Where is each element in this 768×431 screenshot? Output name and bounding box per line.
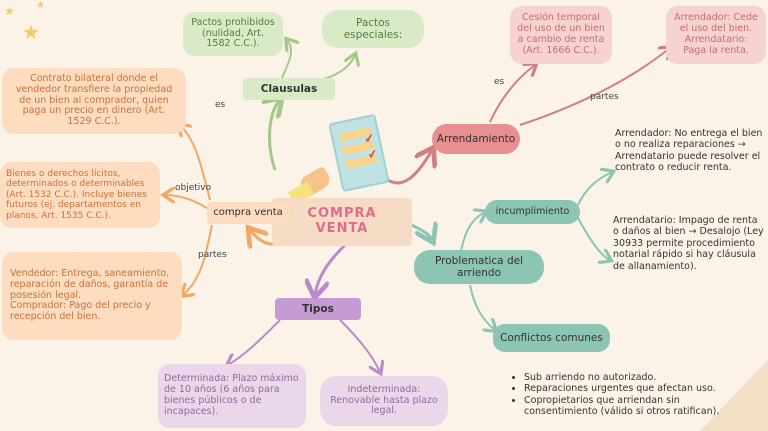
clausulas-node[interactable]: Clausulas <box>243 78 335 100</box>
incumplimiento-node[interactable]: incumplimiento <box>485 200 580 224</box>
list-item: Copropietarios que arriendan sin consent… <box>524 395 754 418</box>
partes-arrendamiento-text: Arrendador: Cede el uso del bien. Arrend… <box>674 12 758 56</box>
es-label: es <box>215 100 226 110</box>
conflictos-label: Conflictos comunes <box>500 331 603 344</box>
center-title-text: COMPRA VENTA <box>307 206 377 236</box>
corner-decoration <box>700 360 768 431</box>
partes-label: partes <box>198 250 227 260</box>
pactos-prohibidos-text: Pactos prohibidos (nulidad, Art. 1582 C.… <box>191 16 275 50</box>
partes-arrendamiento: Arrendador: Cede el uso del bien. Arrend… <box>666 6 766 64</box>
pactos-prohibidos: Pactos prohibidos (nulidad, Art. 1582 C.… <box>183 12 283 56</box>
arrendamiento-node-label: Arrendamiento <box>436 132 516 145</box>
problematica-node[interactable]: Problematica del arriendo <box>414 250 544 284</box>
tipo-determinada: Determinada: Plazo máximo de 10 años (6 … <box>158 364 306 428</box>
conflictos-node[interactable]: Conflictos comunes <box>493 324 610 352</box>
arrendamiento-node[interactable]: Arrendamiento <box>432 124 520 154</box>
compra-venta-node-label: compra venta <box>213 207 283 219</box>
tipo-indeterminada-text: Indeterminada: Renovable hasta plazo leg… <box>330 383 438 417</box>
definicion-arrendamiento: Cesión temporal del uso de un bien a cam… <box>510 6 612 64</box>
list-item: Reparaciones urgentes que afectan uso. <box>524 383 754 394</box>
arrendador-incumplimiento: Arrendador: No entrega el bien o no real… <box>615 128 763 174</box>
compra-venta-node[interactable]: compra venta <box>207 202 289 224</box>
pactos-especiales-text: Pactos especiales: <box>343 16 403 41</box>
objetivo-label: objetivo <box>175 183 212 193</box>
tipo-determinada-text: Determinada: Plazo máximo de 10 años (6 … <box>164 373 299 417</box>
arrendatario-incumplimiento: Arrendatario: Impago de renta o daños al… <box>613 215 764 272</box>
conflictos-list: Sub arriendo no autorizado. Reparaciones… <box>512 372 754 418</box>
partes-compraventa-text: Vendedor: Entrega, saneamiento, reparaci… <box>10 267 170 323</box>
tipos-node-label: Tipos <box>302 302 334 315</box>
center-title: COMPRA VENTA <box>272 198 412 246</box>
arrendamiento-es-label: es <box>494 77 505 87</box>
clausulas-node-label: Clausulas <box>260 82 318 95</box>
objeto-compraventa-text: Bienes o derechos lícitos, determinados … <box>6 169 147 221</box>
star-icon: ★ <box>4 4 15 18</box>
definicion-arrendamiento-text: Cesión temporal del uso de un bien a cam… <box>517 12 605 56</box>
partes-compraventa: Vendedor: Entrega, saneamiento, reparaci… <box>2 252 182 340</box>
star-icon: ★ <box>36 0 45 11</box>
problematica-node-label: Problematica del arriendo <box>435 254 523 279</box>
tipo-indeterminada: Indeterminada: Renovable hasta plazo leg… <box>320 376 448 426</box>
definicion-compraventa-text: Contrato bilateral donde el vendedor tra… <box>15 72 173 128</box>
objeto-compraventa: Bienes o derechos lícitos, determinados … <box>0 162 160 228</box>
list-item: Sub arriendo no autorizado. <box>524 372 754 383</box>
star-icon: ★ <box>22 20 40 44</box>
incumplimiento-label: incumplimiento <box>495 205 570 217</box>
definicion-compraventa: Contrato bilateral donde el vendedor tra… <box>2 68 186 134</box>
arrendamiento-partes-label: partes <box>590 92 619 102</box>
pactos-especiales: Pactos especiales: <box>322 10 424 48</box>
tipos-node[interactable]: Tipos <box>275 298 361 320</box>
